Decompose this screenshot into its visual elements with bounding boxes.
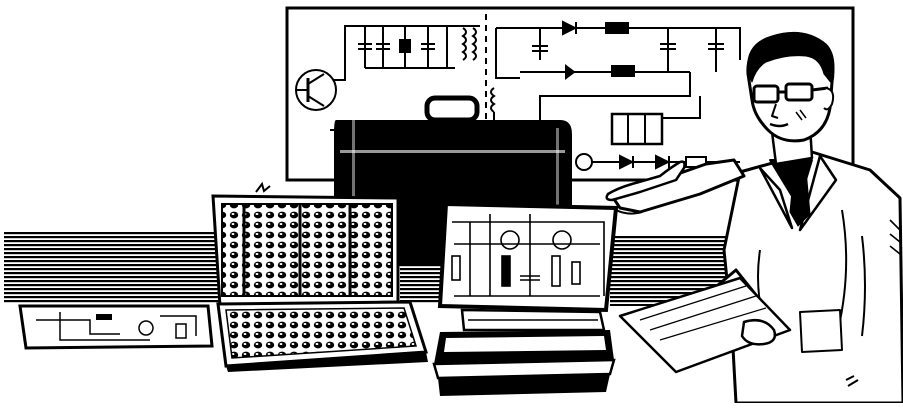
- circuit-easel: [432, 201, 619, 396]
- lecturer-figure: [605, 31, 903, 405]
- schematic-sheet: [18, 304, 214, 350]
- component-box: [211, 181, 429, 372]
